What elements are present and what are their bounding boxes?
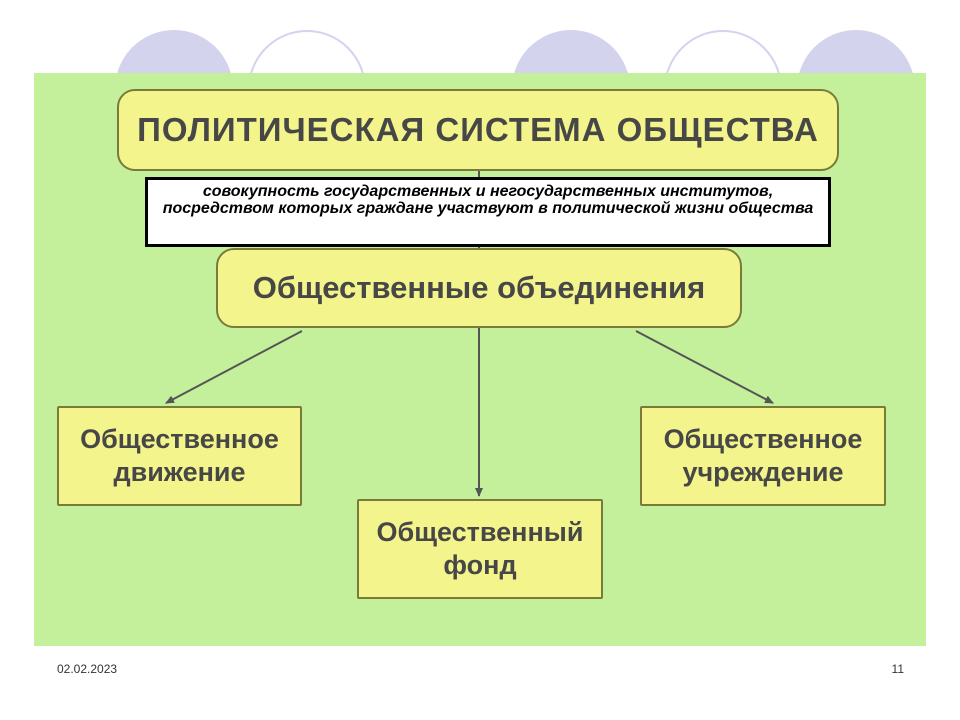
public-fund-box: Общественный фонд xyxy=(357,499,603,599)
public-institution-box: Общественное учреждение xyxy=(640,406,886,506)
public-associations-box: Общественные объединения xyxy=(216,248,742,328)
definition-box: совокупность государственных и негосудар… xyxy=(145,177,831,247)
slide-number: 11 xyxy=(891,662,904,676)
public-associations-label: Общественные объединения xyxy=(252,270,706,305)
public-institution-label: Общественное учреждение xyxy=(663,424,863,487)
political-system-title: ПОЛИТИЧЕСКАЯ СИСТЕМА ОБЩЕСТВА xyxy=(137,111,819,148)
public-movement-label: Общественное движение xyxy=(80,424,279,487)
footer-date: 02.02.2023 xyxy=(57,662,118,676)
public-movement-box: Общественное движение xyxy=(57,406,302,506)
arrow-to-institution xyxy=(635,330,774,404)
arrow-to-movement xyxy=(165,330,303,404)
public-fund-label: Общественный фонд xyxy=(376,517,584,580)
definition-text: совокупность государственных и негосудар… xyxy=(162,183,814,217)
political-system-title-box: ПОЛИТИЧЕСКАЯ СИСТЕМА ОБЩЕСТВА xyxy=(117,89,839,171)
